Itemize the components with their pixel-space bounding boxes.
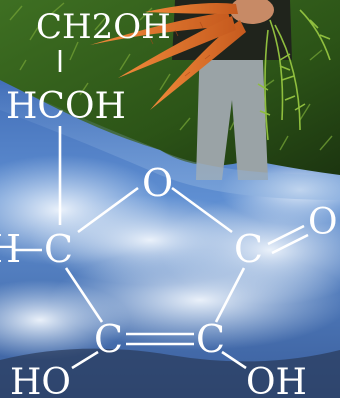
formula-ring-oxygen: O — [142, 161, 173, 205]
person-hand — [230, 0, 274, 24]
formula-hydrogen-left: H — [0, 227, 21, 271]
carrot-greens — [257, 9, 331, 141]
formula-oh: OH — [246, 362, 307, 398]
clouds — [0, 155, 340, 360]
carrots — [90, 3, 246, 110]
formula-carbon-right: C — [234, 227, 263, 271]
formula-bonds — [14, 50, 309, 370]
carrot — [145, 3, 238, 14]
formula-carbonyl-oxygen: O — [308, 202, 338, 243]
formula-carbon-bottom-right: C — [196, 317, 225, 361]
carrot — [150, 20, 246, 110]
person-trousers — [196, 40, 268, 180]
ascorbic-acid-formula: CH2OH HCOH O C C C C H O HO OH — [0, 7, 338, 398]
formula-carbon-left: C — [44, 227, 73, 271]
formula-ho: HO — [10, 362, 71, 398]
formula-hcoh: HCOH — [6, 86, 126, 127]
carrot — [90, 12, 232, 45]
formula-carbon-bottom-left: C — [94, 317, 123, 361]
formula-ch2oh: CH2OH — [36, 7, 171, 47]
carrot — [118, 16, 236, 78]
